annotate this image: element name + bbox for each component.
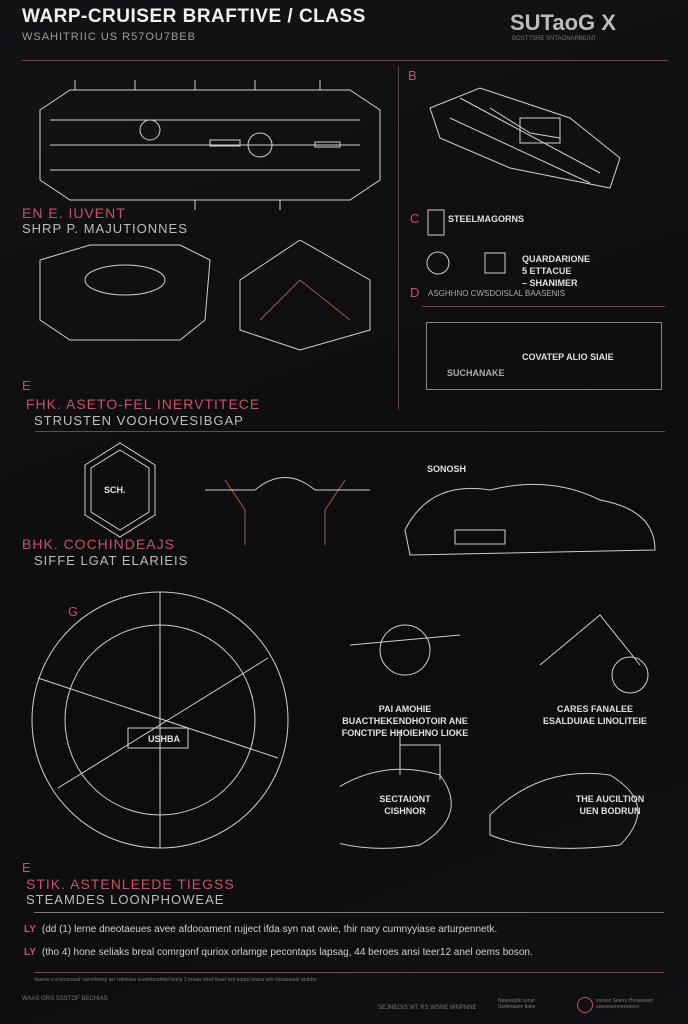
bullet-mark: LY: [24, 947, 36, 958]
hexagon-label: SCH.: [104, 485, 126, 495]
section-c-title: STEELMAGORNS: [448, 214, 525, 224]
section-e-sublabel: STRUSTEN VOOHOVESIBGAP: [34, 413, 244, 428]
subsystem-diagrams: [340, 614, 649, 849]
section-d-letter: D: [410, 285, 420, 300]
engine-assembly-diagram: [404, 483, 656, 556]
note-line: QUARDARIONE: [522, 254, 591, 264]
note-block: SECTAIONT CISHNOR: [360, 793, 450, 817]
section-d-text: ASGHHNO CWSDOISLAL BAASENIS: [428, 289, 566, 298]
note-line: 5 ETTACUE: [522, 266, 572, 276]
bullet-note: LY (tho 4) hone seliaks breal comrgonf qu…: [24, 947, 533, 958]
section-a-label: EN E. IUVENT: [22, 205, 126, 221]
junction-diagram: [205, 477, 370, 545]
note-line: FONCTIPE HHOIEHNO LIOKE: [341, 728, 469, 738]
note-line: CISHNOR: [384, 806, 426, 816]
bullet-note: LY (dd (1) lerne dneotaeues avee afdooame…: [24, 924, 497, 935]
note-line: ESALDUIAE LINOLITEIE: [542, 716, 647, 726]
footer-center: SEJNEGIS WT RS WSNE WNPNNE: [378, 1005, 477, 1011]
poster-title: WARP-CRUISER BRAFTIVE / CLASS: [22, 6, 366, 27]
section-e-sublabel-2: SIFFE LGAT ELARIEIS: [34, 553, 189, 568]
note-block: THE AUCILTION UEN BODRUN: [555, 793, 665, 817]
logo: SUTaoG X: [510, 10, 616, 35]
section-e2-sublabel: STEAMDES LOONPHOWEAE: [26, 892, 225, 907]
deck-plan-label: USHBA: [148, 734, 181, 744]
poster-subtitle: WSAHITRIIC US R57OU7BEB: [22, 31, 196, 43]
section-g-letter: G: [68, 604, 79, 619]
divider: [422, 306, 665, 307]
divider: [35, 431, 665, 432]
note-line: THE AUCILTION: [575, 794, 645, 804]
bullet-text: (dd (1) lerne dneotaeues avee afdooament…: [41, 924, 498, 935]
footer-mid: Nawesgtik cenat Ssdenaaon tiake: [498, 998, 536, 1010]
spec-box: COVATEP ALIO SIAIE SUCHANAKE: [426, 322, 662, 390]
ship-top-view-diagram: [39, 80, 381, 210]
component-diagrams: [39, 240, 371, 351]
note-line: SECTAIONT: [379, 794, 431, 804]
bullet-text: (tho 4) hone seliaks breal comrgonf quri…: [41, 947, 533, 958]
spec-box-label: COVATEP ALIO SIAIE: [522, 352, 614, 362]
spec-box-sublabel: SUCHANAKE: [447, 368, 505, 378]
divider: [34, 972, 664, 973]
fine-print: duaren a erunomaud nurrerfeesy aer ruhdo…: [34, 977, 317, 983]
section-e2-label: STIK. ASTENLEEDE TIEGSS: [26, 876, 235, 892]
note-line: – SHANIMER: [522, 278, 578, 288]
note-line: CARES FANALEE: [556, 704, 633, 714]
hexagon-module-icon: [84, 442, 156, 538]
section-c-notes: QUARDARIONE 5 ETTACUE – SHANIMER: [522, 253, 590, 289]
section-b-letter: B: [408, 68, 417, 83]
note-line: UEN BODRUN: [579, 806, 641, 816]
note-line: BUACTHEKENDHOTOIR ANE: [342, 716, 468, 726]
divider: [34, 912, 664, 913]
emblem-icon: [577, 997, 593, 1013]
circular-deck-plan: [31, 591, 289, 849]
note-block: PAI AMOHIE BUACTHEKENDHOTOIR ANE FONCTIPE …: [330, 703, 480, 739]
bullet-mark: LY: [24, 924, 36, 935]
section-e-label-2: BHK. COCHINDEAJS: [22, 536, 175, 552]
section-e2-letter: E: [22, 860, 31, 875]
section-a-sublabel: SHRP P. MAJUTIONNES: [22, 221, 188, 236]
note-line: PAI AMOHIE: [378, 704, 432, 714]
divider: [398, 66, 399, 410]
component-icons: [426, 209, 506, 275]
section-e-label: FHK. ASETO-FEL INERVTITECE: [26, 396, 261, 412]
footer-right: sreuon Setenr Hesawewn aoeseaeneesseees: [596, 998, 654, 1010]
section-c-letter: C: [410, 211, 420, 226]
divider: [22, 60, 668, 61]
logo-subtitle: BOSTTSRE SNTAONARBEINT: [512, 36, 597, 42]
engine-label: SONOSH: [427, 464, 467, 474]
ship-perspective-diagram: [429, 87, 621, 189]
note-block: CARES FANALEE ESALDUIAE LINOLITEIE: [525, 703, 665, 727]
footer-left: WAAS GRS SSSTOF BECHIAS: [22, 996, 108, 1002]
section-e-letter: E: [22, 378, 31, 393]
